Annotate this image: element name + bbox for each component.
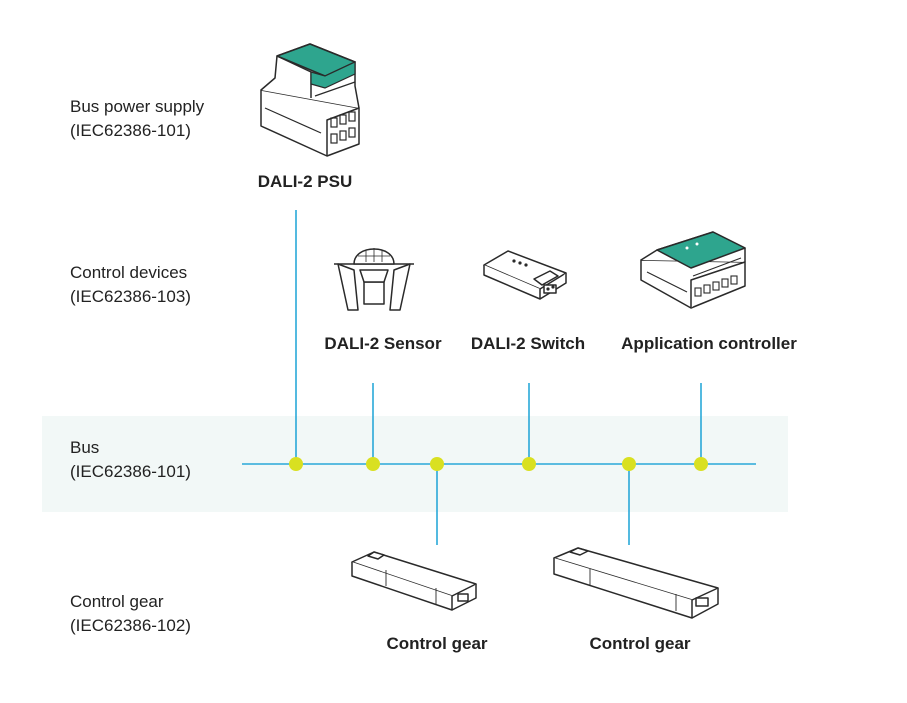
- row-label-control-gear: Control gear(IEC62386-102): [70, 592, 191, 635]
- bus-node-controller: [694, 457, 708, 471]
- bus-node-gear-1: [430, 457, 444, 471]
- label-dali2-psu: DALI-2 PSU: [257, 172, 353, 191]
- label-application-controller: Application controller: [621, 334, 797, 353]
- label-dali2-switch: DALI-2 Switch: [470, 334, 586, 353]
- din-rail-psu-icon: [260, 43, 360, 157]
- pir-sensor-icon: [334, 248, 414, 311]
- led-driver-long-icon: [553, 547, 719, 619]
- bus-node-sensor: [366, 457, 380, 471]
- row-label-bus: Bus(IEC62386-101): [70, 438, 191, 481]
- label-control-gear-2: Control gear: [589, 634, 691, 653]
- label-dali2-sensor: DALI-2 Sensor: [324, 334, 442, 353]
- row-label-control-devices: Control devices(IEC62386-103): [70, 263, 191, 306]
- row-label-bus-power-supply: Bus power supply(IEC62386-101): [70, 97, 205, 140]
- bus-node-switch: [522, 457, 536, 471]
- label-control-gear-1: Control gear: [386, 634, 488, 653]
- bus-node-gear-2: [622, 457, 636, 471]
- led-driver-icon: [351, 551, 477, 611]
- push-switch-module-icon: [483, 250, 567, 300]
- bus-node-psu: [289, 457, 303, 471]
- din-rail-controller-icon: [640, 231, 746, 309]
